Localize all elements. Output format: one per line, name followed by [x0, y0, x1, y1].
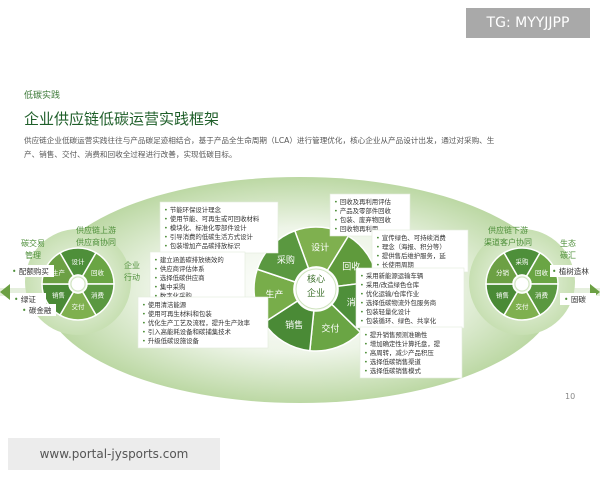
procurement-box-line: • 选择低碳供应商: [154, 273, 205, 282]
upstream-segment-label: 回收: [91, 268, 105, 277]
recycling-box-line: • 回收物再利用: [334, 224, 378, 233]
production-box-line: • 优化生产工艺及流程，提升生产效率: [142, 318, 251, 327]
eco-sink-label-1: 生态: [560, 238, 576, 248]
core-segment-label: 销售: [285, 319, 303, 331]
procurement-box-line: • 数字化采购: [154, 291, 192, 300]
production-box-line: • 升级低碳设施设备: [142, 336, 200, 345]
production-box-line: • 使用清洁能源: [142, 300, 187, 309]
upstream-label-2: 供应商协同: [76, 237, 116, 247]
procurement-box: [149, 251, 246, 304]
description-line-2: 产、销售、交付、消费和回收全过程进行改善，实现低碳目标。: [24, 150, 237, 159]
eco-sink-label-2: 碳汇: [560, 250, 576, 260]
delivery-box-line: • 包装循环、绿色、共享化: [360, 316, 437, 325]
carbon-trade-label-2: 管理: [25, 250, 41, 260]
downstream-segment-label: 销售: [496, 291, 509, 300]
production-box-line: • 引入高能耗设备和碳捕集技术: [142, 327, 231, 336]
core-segment-label: 生产: [265, 288, 283, 300]
upstream-segment-label: 设计: [72, 257, 86, 266]
recycling-box: [329, 193, 411, 237]
sales-box-line: • 选择低碳销售渠道: [364, 357, 422, 366]
description-line-1: 供应链企业低碳运营实践往往与产品碳足迹相结合，基于产品全生命周期（LCA）进行管…: [24, 136, 495, 145]
sales-box-line: • 增加确定性计算托盘，提: [364, 339, 441, 348]
carbon-fixation-item: • 固碳: [564, 294, 586, 304]
core-segment-label: 交付: [321, 323, 339, 335]
downstream-segment-label: 采购: [516, 257, 530, 266]
afforestation-item-bg: [550, 265, 600, 277]
core-segment-label: 采购: [277, 254, 295, 266]
watermark-bottom: www.portal-jysports.com: [8, 438, 220, 470]
upstream-segment-label: 生产: [52, 268, 66, 277]
downstream-label-2: 渠道客户协同: [484, 237, 532, 247]
consumption-box-line: • 理念（海报、积分等）: [376, 242, 446, 251]
page-number: 10: [565, 392, 576, 401]
design-box: [159, 201, 279, 254]
upstream-segment-label: 交付: [72, 302, 86, 311]
downstream-hub: [514, 276, 530, 292]
core-segment: [256, 229, 310, 283]
quota-item: • 配额购买: [12, 266, 49, 276]
sales-box-line: • 提升销售预测准确性: [364, 330, 428, 339]
consumption-box-line: • 宣传绿色、可持续消费: [376, 233, 446, 242]
carbon-trade-label-1: 碳交易: [21, 238, 45, 248]
design-box-line: • 节能环保设计理念: [164, 205, 222, 214]
green-cert-item: • 绿证: [14, 295, 36, 304]
design-box-line: • 使用节能、可再生或可回收材料: [164, 214, 260, 223]
center-label-1: 核心: [307, 273, 325, 285]
design-box-line: • 引导消费的低碳生活方式设计: [164, 232, 253, 241]
green-cert-item-bg: [10, 293, 46, 305]
upstream-segment-label: 销售: [52, 291, 65, 300]
arrow-left-icon: [0, 284, 10, 300]
sales-box-line: • 高周转，减少产品积压: [364, 348, 434, 357]
procurement-box-line: • 建立涵盖碳排放绩效的: [154, 255, 224, 264]
downstream-segment-label: 消费: [535, 291, 549, 300]
carbon-finance-item: • 碳金融: [22, 305, 52, 315]
downstream-segment: [485, 251, 519, 285]
recycling-box-line: • 回收及再利用评估: [334, 197, 392, 206]
upstream-segment-label: 消费: [91, 291, 105, 300]
enterprise-action-2: 行动: [124, 272, 140, 282]
sales-box: [359, 326, 463, 379]
sales-box-line: • 选择低碳销售模式: [364, 366, 422, 375]
practice-boxes: • 节能环保设计理念• 使用节能、可再生或可回收材料• 模块化、标准化零部件设计…: [137, 193, 469, 379]
consumption-box-line: • 长使用周期: [376, 260, 414, 269]
downstream-segment-label: 回收: [535, 268, 549, 277]
delivery-box: [355, 267, 465, 329]
recycling-box-line: • 产品及零部件回收: [334, 206, 392, 215]
core-segment-label: 设计: [311, 241, 329, 253]
recycling-box-line: • 包装、废弃物回收: [334, 215, 392, 224]
procurement-box-line: • 集中采购: [154, 282, 185, 291]
consumption-box: [371, 229, 469, 273]
delivery-box-line: • 采用/改造绿色仓库: [360, 280, 420, 289]
page-title: 企业供应链低碳运营实践框架: [24, 110, 220, 128]
center-label-2: 企业: [307, 287, 325, 299]
quota-item-bg: [8, 265, 54, 277]
design-box-line: • 包装增加产品碳排放标识: [164, 241, 241, 250]
watermark-top: TG: MYYJJPP: [466, 8, 590, 38]
core-hub: [295, 268, 337, 310]
downstream-segment-label: 分销: [496, 268, 510, 277]
consumption-box-line: • 提供售后维护服务，延: [376, 251, 446, 260]
upstream-hub: [70, 276, 86, 292]
delivery-box-line: • 采用新能源运输车辆: [360, 271, 424, 280]
downstream-segment-label: 交付: [516, 302, 530, 311]
delivery-box-line: • 包装轻量化设计: [360, 307, 411, 316]
production-box-line: • 使用可再生材料和包装: [142, 309, 212, 318]
upstream-label-1: 供应链上游: [76, 225, 116, 235]
production-box: [137, 296, 269, 349]
delivery-box-line: • 选择低碳物流外包服务商: [360, 298, 436, 307]
description: 供应链企业低碳运营实践往往与产品碳足迹相结合，基于产品全生命周期（LCA）进行管…: [24, 134, 579, 162]
section-tag: 低碳实践: [24, 91, 61, 101]
downstream-label-1: 供应链下游: [488, 225, 528, 235]
enterprise-action-1: 企业: [124, 260, 140, 270]
carbon-fixation-item-bg: [560, 293, 596, 305]
delivery-box-line: • 优化运输/仓库作业: [360, 289, 420, 298]
carbon-finance-item-bg: [18, 304, 56, 316]
procurement-box-line: • 供应商评估体系: [154, 264, 205, 273]
design-box-line: • 模块化、标准化零部件设计: [164, 223, 247, 232]
afforestation-item: • 植树造林: [552, 266, 589, 276]
